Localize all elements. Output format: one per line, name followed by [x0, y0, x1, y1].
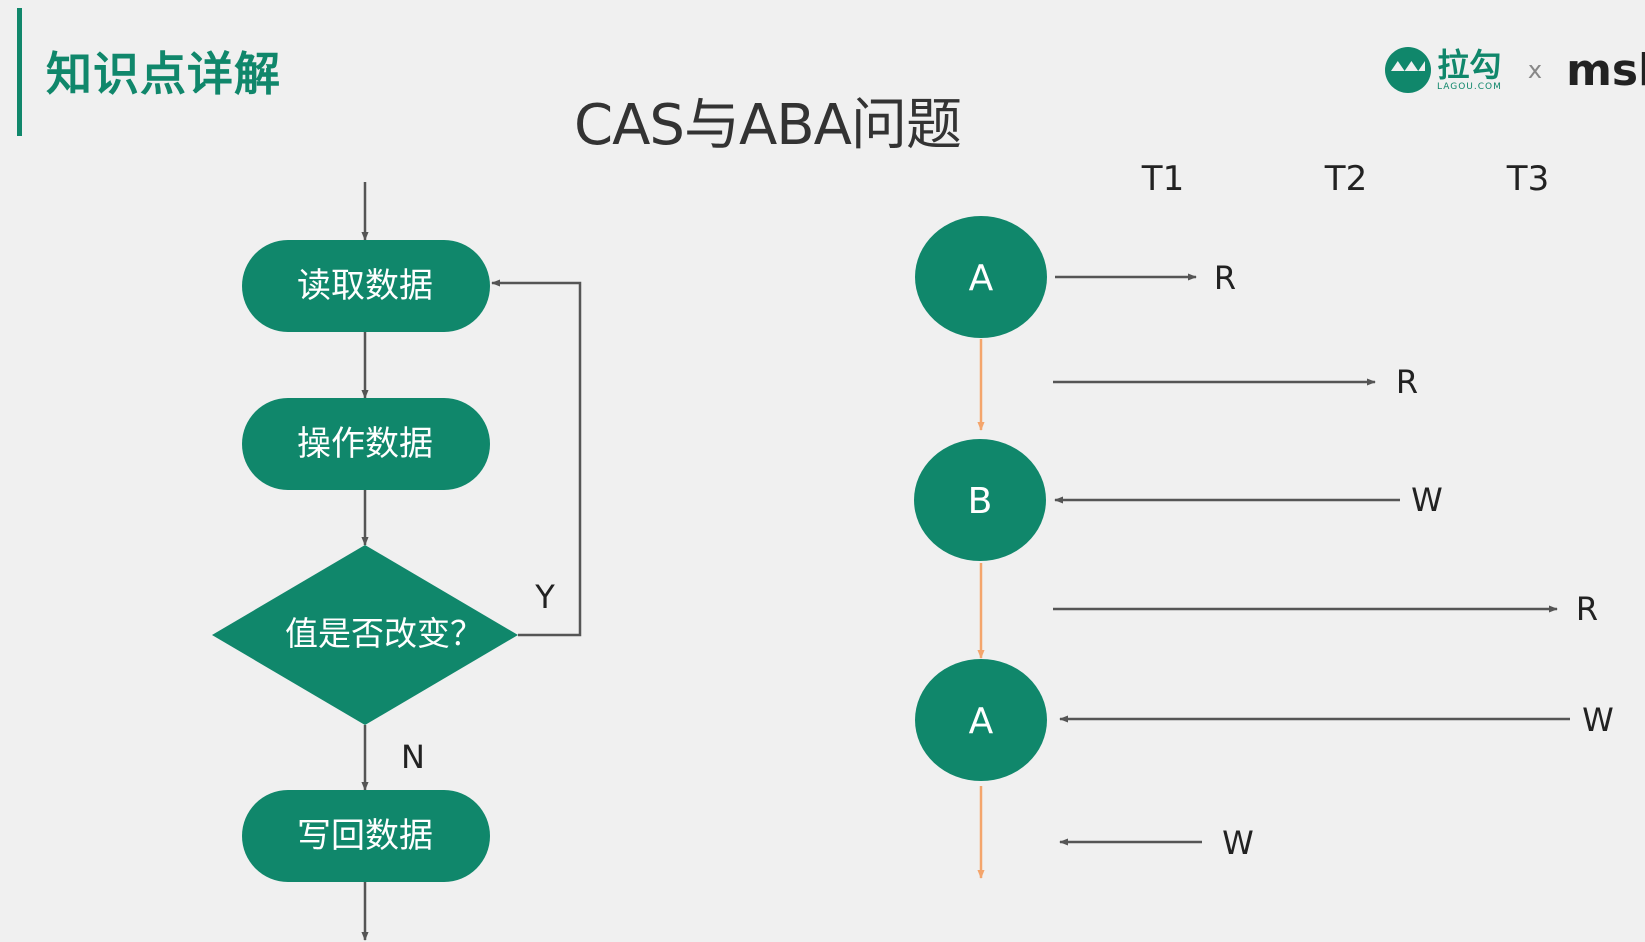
- flow-no-label: N: [401, 738, 425, 776]
- thread-label-t1: T1: [1141, 159, 1184, 199]
- thread-label-t3: T3: [1506, 159, 1549, 199]
- flow-yes-label: Y: [534, 578, 555, 616]
- section-title: 知识点详解: [46, 47, 281, 101]
- accent-bar: [17, 8, 22, 136]
- flow-node-write-label: 写回数据: [297, 816, 433, 856]
- flow-arrow-yes-loop: [491, 279, 582, 637]
- aba-timeline: T1 T2 T3 A B A R R W R W W: [914, 159, 1614, 879]
- page-title: CAS与ABA问题: [574, 93, 962, 158]
- logo-brand-en: LAGOU.COM: [1437, 82, 1502, 92]
- op-label-t2-read: R: [1396, 363, 1418, 401]
- op-label-t1-write: W: [1222, 824, 1254, 862]
- flow-node-operate: [242, 398, 490, 490]
- thread-label-t2: T2: [1324, 159, 1367, 199]
- value-state-a1-label: A: [969, 258, 994, 299]
- flow-decision-label: 值是否改变？: [285, 614, 483, 653]
- flowchart: 读取数据 操作数据 值是否改变？ Y N 写回数据: [212, 182, 582, 941]
- value-state-a1: [915, 216, 1047, 338]
- logo-brand-cn: 拉勾: [1437, 46, 1502, 84]
- flow-node-write: [242, 790, 490, 882]
- flow-node-read-label: 读取数据: [297, 266, 433, 306]
- brand-logo: 拉勾 LAGOU.COM x msb: [1385, 40, 1645, 100]
- logo-separator: x: [1527, 56, 1543, 84]
- value-state-a2: [915, 659, 1047, 781]
- value-state-b: [914, 439, 1046, 561]
- value-state-b-label: B: [968, 481, 993, 522]
- value-state-a2-label: A: [969, 701, 994, 742]
- op-label-t2-write: W: [1411, 481, 1443, 519]
- op-label-t3-write: W: [1582, 701, 1614, 739]
- op-label-t1-read: R: [1214, 259, 1236, 297]
- lagou-logo-icon: [1385, 47, 1431, 93]
- flow-decision: [212, 545, 518, 725]
- op-label-t3-read: R: [1576, 590, 1598, 628]
- flow-node-operate-label: 操作数据: [297, 424, 433, 464]
- flow-node-read: [242, 240, 490, 332]
- lagou-wordmark: 拉勾 LAGOU.COM: [1437, 48, 1502, 92]
- logo-partner: msb: [1566, 44, 1645, 96]
